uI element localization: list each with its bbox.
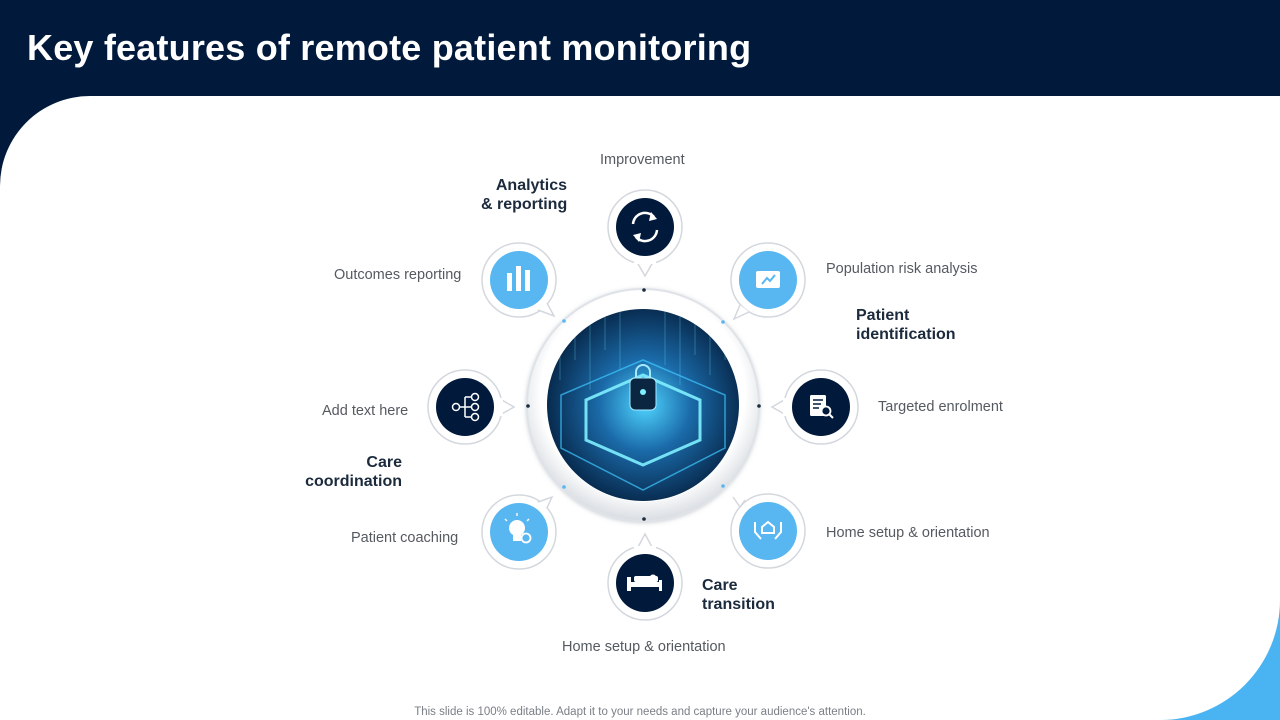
label-home-setup-right: Home setup & orientation	[826, 525, 990, 541]
node-population-risk	[730, 242, 806, 321]
connector-dots	[526, 288, 761, 521]
group-analytics-line1: Analytics	[495, 177, 567, 194]
group-care-transition: Care transition	[702, 576, 775, 614]
lightbulb-gear-icon	[504, 513, 532, 544]
group-care-transition-line1: Care	[702, 577, 738, 594]
group-patient-identification-line2: identification	[856, 326, 956, 343]
label-patient-coaching: Patient coaching	[351, 530, 459, 546]
footer-note: This slide is 100% editable. Adapt it to…	[414, 706, 866, 718]
node-improvement	[607, 189, 683, 278]
network-hierarchy-icon	[451, 392, 480, 422]
group-patient-identification: Patient identification	[856, 306, 956, 344]
risk-chart-icon	[756, 271, 780, 288]
group-care-coordination-line2: coordination	[305, 473, 402, 490]
bar-chart-icon	[507, 266, 530, 291]
group-care-coordination-line1: Care	[366, 454, 402, 471]
document-search-icon	[810, 395, 834, 419]
node-home-setup-bottom	[607, 532, 683, 621]
page-title: Key features of remote patient monitorin…	[27, 27, 752, 68]
bed-icon	[627, 574, 662, 591]
label-home-setup-bottom: Home setup & orientation	[562, 639, 726, 655]
group-care-coordination: Care coordination	[302, 453, 402, 491]
group-analytics-line2: & reporting	[481, 196, 568, 213]
group-patient-identification-line1: Patient	[856, 307, 910, 324]
node-outcomes-reporting	[481, 242, 557, 318]
group-analytics-reporting: Analytics & reporting	[481, 176, 567, 214]
caring-hands-icon	[754, 520, 782, 540]
label-outcomes-reporting: Outcomes reporting	[334, 267, 462, 283]
label-add-text: Add text here	[322, 403, 409, 419]
node-targeted-enrolment	[770, 369, 859, 445]
node-add-text	[427, 369, 516, 445]
label-improvement: Improvement	[600, 152, 685, 168]
cyber-lock-image	[547, 309, 739, 501]
label-population-risk: Population risk analysis	[826, 261, 978, 277]
node-home-setup-right	[730, 493, 806, 569]
group-care-transition-line2: transition	[702, 596, 775, 613]
label-targeted-enrolment: Targeted enrolment	[878, 399, 1003, 415]
node-patient-coaching	[481, 494, 557, 570]
